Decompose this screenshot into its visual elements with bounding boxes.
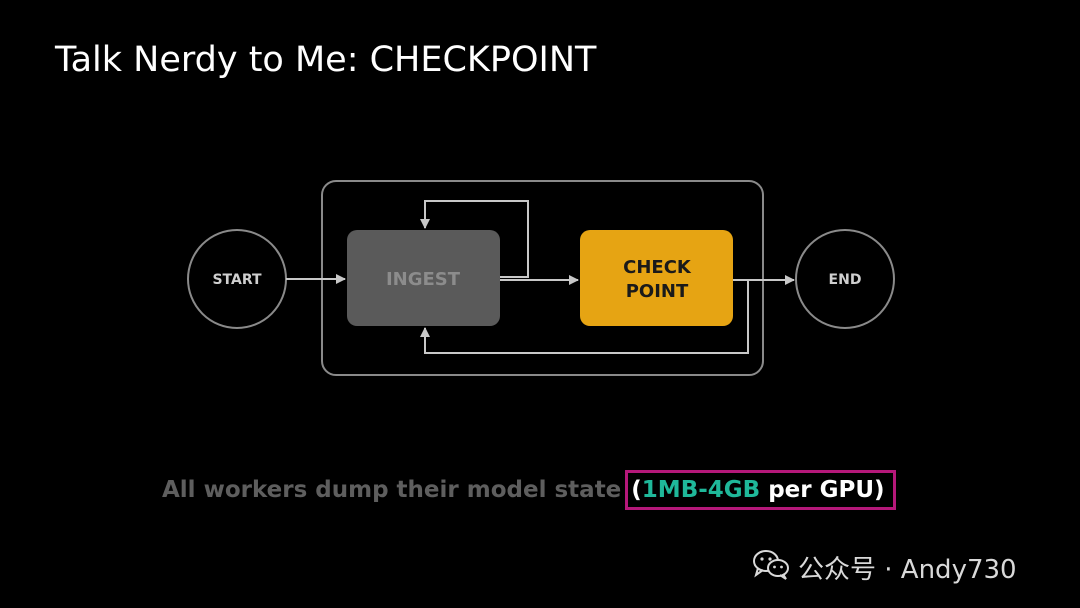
caption: All workers dump their model state ( 1MB… xyxy=(162,470,896,510)
end-node: END xyxy=(795,229,895,329)
checkpoint-return-loop-arrow xyxy=(420,279,749,354)
checkpoint-node: CHECK POINT xyxy=(580,230,733,326)
caption-open-paren: ( xyxy=(631,477,642,503)
checkpoint-label-line2: POINT xyxy=(626,281,689,302)
ingest-label: INGEST xyxy=(386,269,461,290)
start-node: START xyxy=(187,229,287,329)
caption-prefix: All workers dump their model state xyxy=(162,477,622,503)
end-label: END xyxy=(829,272,862,288)
wechat-icon xyxy=(752,548,790,587)
watermark-text: 公众号 · Andy730 xyxy=(798,555,1017,585)
caption-suffix: per GPU) xyxy=(760,477,885,503)
slide-title: Talk Nerdy to Me: CHECKPOINT xyxy=(55,40,597,80)
ingest-self-loop-arrow xyxy=(420,200,529,278)
ingest-node: INGEST xyxy=(347,230,500,326)
start-label: START xyxy=(212,272,262,288)
checkpoint-label-line1: CHECK xyxy=(623,257,692,278)
watermark: 公众号 · Andy730 xyxy=(752,548,1017,587)
caption-highlight-box: ( 1MB-4GB per GPU) xyxy=(625,470,896,510)
caption-size-range: 1MB-4GB xyxy=(641,477,761,503)
